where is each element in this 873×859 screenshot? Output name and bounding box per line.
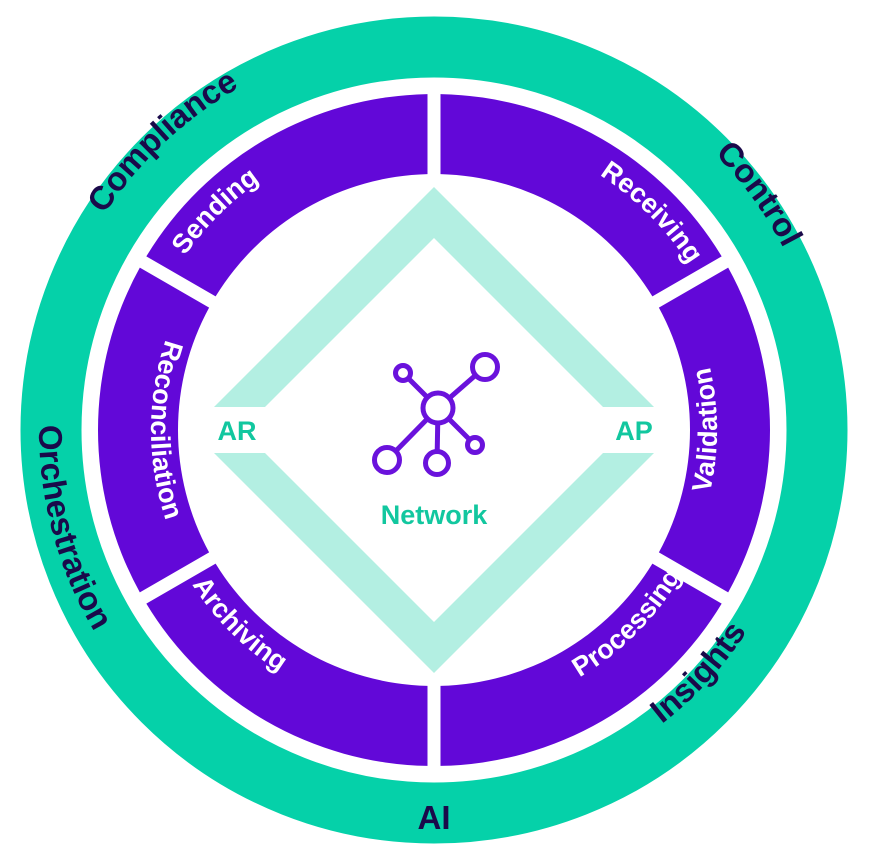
segment-sending [146,94,428,297]
ar-label: AR [218,416,257,446]
network-icon [372,352,500,477]
segment-receiving [440,94,722,297]
network-label: Network [381,500,489,530]
diamond-arm-upper [214,187,654,407]
segment-validation [658,267,770,593]
segment-ring [98,94,770,766]
diamond-arm-lower [214,453,654,673]
segment-reconciliation [98,267,210,593]
ap-label: AP [615,416,653,446]
segment-archiving [146,563,428,766]
segment-processing [440,563,722,766]
diamond-shape [214,187,654,673]
outer-ring [20,16,848,844]
ring-label-ai: AI [418,799,451,836]
